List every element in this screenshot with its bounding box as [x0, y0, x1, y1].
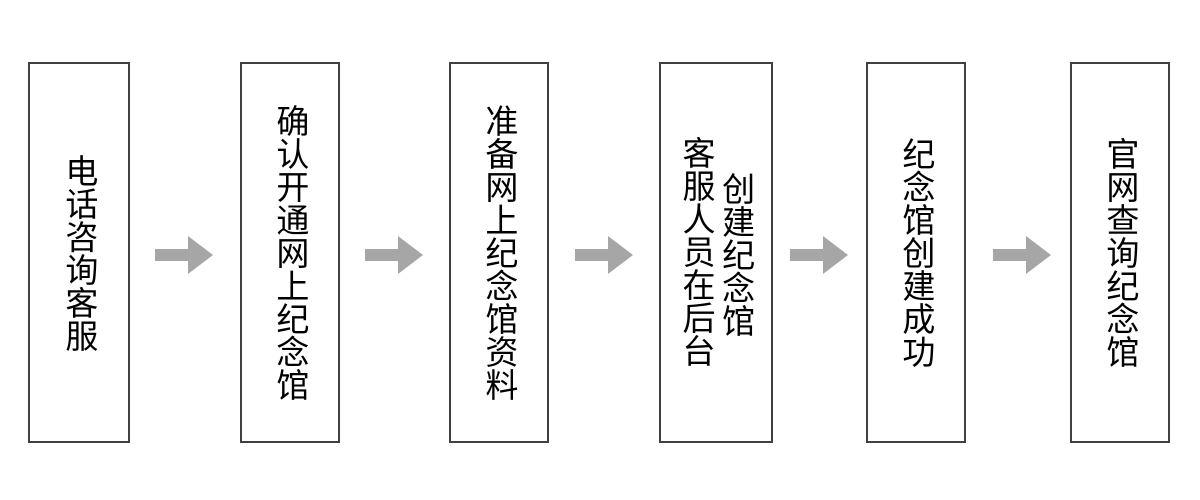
process-box-2-text-column-1: 确认开通网上纪念馆 — [270, 104, 310, 401]
arrow-right-icon — [155, 236, 213, 274]
flow-arrow-5 — [993, 233, 1051, 277]
process-box-4-text-column-2: 客服人员在后台 — [677, 136, 716, 367]
process-box-6-text-column-1: 官网查询纪念馆 — [1100, 137, 1140, 368]
process-box-4-text-column-1: 创建纪念馆 — [716, 172, 756, 337]
process-box-6[interactable]: 官网查询纪念馆 — [1070, 62, 1170, 443]
arrow-right-icon — [993, 236, 1051, 274]
process-box-1[interactable]: 电话咨询客服 — [28, 62, 130, 443]
arrow-right-icon — [365, 236, 423, 274]
process-box-5-text-column-1: 纪念馆创建成功 — [896, 137, 936, 368]
process-box-4[interactable]: 创建纪念馆客服人员在后台 — [659, 62, 773, 443]
process-box-2[interactable]: 确认开通网上纪念馆 — [240, 62, 340, 443]
process-box-3[interactable]: 准备网上纪念馆资料 — [449, 62, 549, 443]
process-box-3-text-column-1: 准备网上纪念馆资料 — [479, 104, 519, 401]
flow-arrow-2 — [365, 233, 423, 277]
flow-arrow-3 — [575, 233, 633, 277]
flow-arrow-1 — [155, 233, 213, 277]
process-box-1-text-column-1: 电话咨询客服 — [59, 153, 99, 352]
arrow-right-icon — [575, 236, 633, 274]
flow-arrow-4 — [790, 233, 848, 277]
process-box-5[interactable]: 纪念馆创建成功 — [866, 62, 966, 443]
arrow-right-icon — [790, 236, 848, 274]
